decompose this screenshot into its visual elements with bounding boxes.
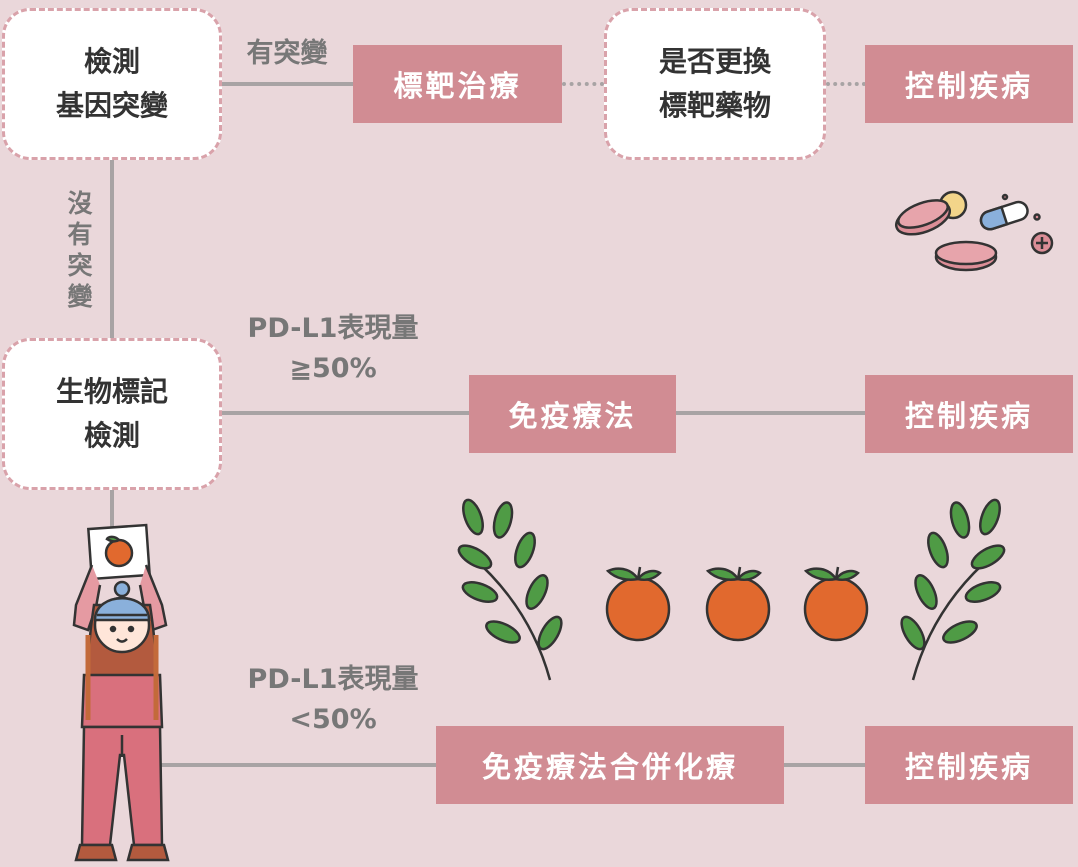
orange-icon [705,566,771,642]
node-label: 控制疾病 [904,69,1033,103]
has-mutation-label: 有突變 [232,34,342,74]
connector-line [110,160,114,340]
node-line: 檢測 [83,419,140,452]
connector-dotted [562,82,604,86]
connector-line [675,411,865,415]
orange-icon [605,566,671,642]
immuno-chemo-node: 免疫療法合併化療 [436,726,784,804]
connector-line [222,82,354,86]
node-label: 免疫療法 [508,399,637,433]
pdl1-low-label: PD-L1表現量 <50% [233,660,433,740]
no-mutation-label: 沒 有 突 變 [65,188,95,312]
connector-line [783,763,865,767]
node-line: 基因突變 [55,89,168,122]
pdl1-high-label: PD-L1表現量 ≧50% [233,309,433,389]
node-line: 檢測 [83,45,140,78]
leaf-branch-icon [900,498,1006,681]
immunotherapy-node: 免疫療法 [469,375,676,453]
label-text: 有突變 [246,38,328,69]
label-line: <50% [289,704,377,735]
label-char: 有 [67,220,93,249]
label-char: 沒 [67,189,93,218]
control-disease-node-3: 控制疾病 [865,726,1073,804]
node-label: 免疫療法合併化療 [481,750,738,784]
connector-line [110,490,114,530]
node-label: 控制疾病 [904,399,1033,433]
connector-line [222,411,470,415]
person-icon [72,523,170,862]
label-line: PD-L1表現量 [247,664,419,695]
label-char: 突 [67,251,93,280]
connector-line [160,763,438,767]
orange-icon [803,566,869,642]
label-line: PD-L1表現量 [247,313,419,344]
biomarker-node: 生物標記 檢測 [2,338,222,490]
node-line: 生物標記 [55,375,168,408]
leaf-branch-icon [457,498,563,681]
pills-icon [895,190,1054,272]
node-label: 控制疾病 [904,750,1033,784]
node-line: 是否更換 [658,45,771,78]
control-disease-node-1: 控制疾病 [865,45,1073,123]
connector-dotted [826,82,866,86]
node-label: 標靶治療 [393,69,522,103]
label-char: 變 [67,282,93,311]
detect-mutation-node: 檢測 基因突變 [2,8,222,160]
label-line: ≧50% [289,353,377,384]
targeted-therapy-node: 標靶治療 [353,45,562,123]
switch-drug-node: 是否更換 標靶藥物 [604,8,826,160]
control-disease-node-2: 控制疾病 [865,375,1073,453]
node-line: 標靶藥物 [658,89,771,122]
